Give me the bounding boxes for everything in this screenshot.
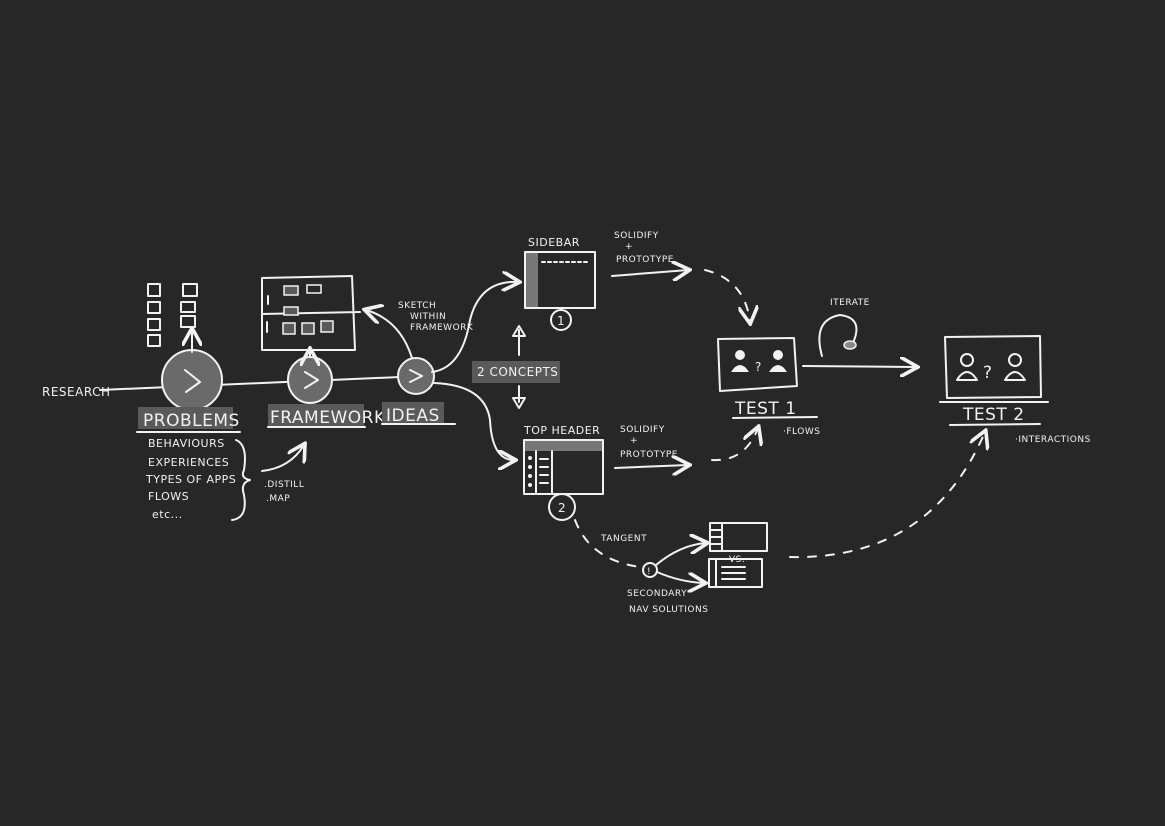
distill-arrow	[261, 445, 304, 472]
alert-circle	[642, 562, 658, 578]
dashed-to-test1	[704, 269, 750, 322]
framework-label: FRAMEWORK	[270, 408, 386, 428]
test1-title: TEST 1	[734, 399, 797, 419]
test1-to-test2-arrow	[802, 366, 916, 367]
svg-text:+: +	[625, 242, 633, 252]
secondary-nav-options: VS.	[708, 522, 768, 588]
svg-text:?: ?	[983, 363, 993, 383]
test2-title: TEST 2	[962, 405, 1025, 425]
map-label: .MAP	[266, 494, 290, 504]
sidebar-concept: SIDEBAR 1	[524, 236, 596, 331]
problems-label: PROBLEMS	[143, 411, 240, 431]
svg-text:NAV SOLUTIONS: NAV SOLUTIONS	[629, 605, 708, 615]
svg-text:etc...: etc...	[152, 508, 183, 521]
ideas-node: IDEAS	[381, 357, 456, 426]
problems-node: PROBLEMS	[136, 330, 241, 433]
concepts-box	[472, 361, 560, 383]
top-header-concept: TOP HEADER 2	[523, 424, 604, 521]
svg-text:SOLIDIFY: SOLIDIFY	[620, 425, 665, 435]
svg-text:+: +	[630, 436, 638, 446]
svg-text:?: ?	[755, 360, 762, 374]
secondary-label: SECONDARY	[627, 589, 687, 599]
research-label: RESEARCH	[42, 385, 110, 399]
svg-text:TYPES OF APPS: TYPES OF APPS	[145, 473, 236, 486]
test1-note: ·FLOWS	[783, 427, 820, 437]
branch-to-sidebar	[431, 282, 518, 373]
svg-text:BEHAVIOURS: BEHAVIOURS	[148, 437, 225, 450]
top-header-title: TOP HEADER	[523, 424, 600, 437]
svg-text:EXPERIENCES: EXPERIENCES	[148, 456, 229, 469]
concepts-label: 2 CONCEPTS	[477, 365, 558, 379]
svg-text:FRAMEWORK: FRAMEWORK	[410, 323, 474, 333]
test2-node: ? TEST 2 ·INTERACTIONS	[939, 335, 1091, 445]
sticky-notes	[147, 283, 198, 347]
ideas-label: IDEAS	[386, 406, 440, 426]
sidebar-number: 1	[557, 314, 565, 328]
solidify-top: SOLIDIFY + PROTOTYPE	[611, 231, 688, 276]
sketch-arrow	[366, 310, 413, 359]
test2-note: ·INTERACTIONS	[1015, 435, 1091, 445]
distill-label: .DISTILL	[264, 480, 304, 490]
sidebar-title: SIDEBAR	[528, 236, 580, 249]
tangent-dashed-line	[574, 519, 641, 568]
test1-node: ? TEST 1 ·FLOWS	[717, 337, 820, 437]
framework-sketch-frame	[261, 275, 361, 351]
iterate-loop	[818, 314, 858, 357]
svg-text:FLOWS: FLOWS	[148, 490, 189, 503]
main-flow-line	[99, 376, 401, 391]
sketch-note: SKETCH	[398, 301, 436, 311]
framework-node: FRAMEWORK	[267, 350, 386, 428]
dashed-from-bottom-to-test1	[711, 428, 758, 462]
iterate-label: ITERATE	[830, 298, 870, 308]
svg-text:WITHIN: WITHIN	[410, 312, 446, 322]
tangent-label: TANGENT	[600, 534, 647, 544]
svg-text:PROTOTYPE: PROTOTYPE	[616, 255, 674, 265]
svg-text:PROTOTYPE: PROTOTYPE	[620, 450, 678, 460]
top-header-number: 2	[558, 501, 566, 515]
solidify-bottom: SOLIDIFY + PROTOTYPE	[614, 425, 688, 468]
problems-list: BEHAVIOURS EXPERIENCES TYPES OF APPS FLO…	[145, 437, 251, 521]
branch-to-top-header	[433, 382, 514, 460]
dashed-to-test2	[789, 432, 985, 559]
svg-text:SOLIDIFY: SOLIDIFY	[614, 231, 659, 241]
svg-text:!: !	[647, 567, 651, 577]
